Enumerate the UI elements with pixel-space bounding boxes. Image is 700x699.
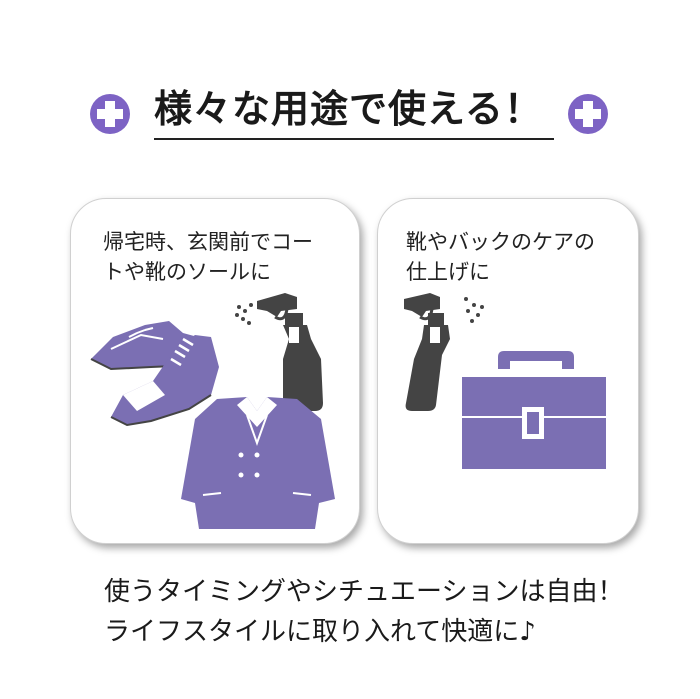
footer-line-2: ライフスタイルに取り入れて快適に♪ xyxy=(104,617,536,647)
card-illustration xyxy=(90,293,335,529)
footer-text: 使うタイミングやシチュエーションは自由！ ライフスタイルに取り入れて快適に♪ xyxy=(104,572,623,652)
page-title: 様々な用途で使える！ xyxy=(154,84,554,140)
usage-card-entrance: 帰宅時、玄関前でコー トや靴のソールに xyxy=(70,198,360,544)
card-caption: 帰宅時、玄関前でコー トや靴のソールに xyxy=(103,230,313,284)
plus-circle-icon xyxy=(90,94,130,134)
coat-icon xyxy=(181,397,335,529)
briefcase-icon xyxy=(462,351,606,469)
card-caption: 靴やバックのケアの 仕上げに xyxy=(406,230,595,284)
spray-bottle-icon xyxy=(404,293,484,411)
header: 様々な用途で使える！ xyxy=(0,84,700,140)
card-illustration xyxy=(404,293,606,469)
usage-card-care: 靴やバックのケアの 仕上げに xyxy=(377,198,639,544)
footer-line-1: 使うタイミングやシチュエーションは自由！ xyxy=(104,577,624,607)
shoes-icon xyxy=(90,321,219,427)
plus-circle-icon xyxy=(568,94,608,134)
spray-bottle-icon xyxy=(235,293,323,411)
